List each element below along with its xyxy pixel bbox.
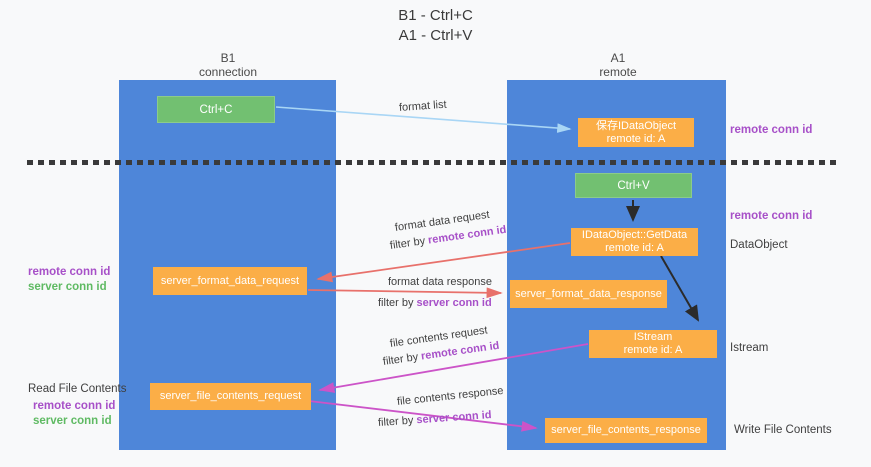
label-file-contents-response: file contents response xyxy=(396,384,505,408)
lifeline-header-a1: A1 remote xyxy=(548,51,688,79)
filter-by-text: filter by xyxy=(378,297,417,309)
annotation-remote-conn-id-top-right: remote conn id xyxy=(730,124,813,136)
annotation-server-conn-id-left-2: server conn id xyxy=(33,415,112,427)
title-line-1: B1 - Ctrl+C xyxy=(398,7,473,24)
filter-by-text: filter by xyxy=(377,414,417,429)
server-conn-id-text: server conn id xyxy=(416,297,492,309)
istream-box: IStream remote id: A xyxy=(589,330,717,358)
filter-by-text: filter by xyxy=(382,350,422,368)
label-filter-file-response: filter by server conn id xyxy=(378,409,492,429)
ctrl-c-label: Ctrl+C xyxy=(199,103,233,116)
save-idataobject-box: 保存IDataObject remote id: A xyxy=(578,118,694,147)
save-idataobject-line2: remote id: A xyxy=(606,132,666,145)
label-format-data-response: format data response xyxy=(388,276,492,288)
istream-line1: IStream xyxy=(633,331,673,343)
lifeline-b1-name: B1 xyxy=(220,51,236,65)
server-file-contents-response-label: server_file_contents_response xyxy=(551,424,701,436)
ctrl-v-box: Ctrl+V xyxy=(575,173,692,198)
annotation-read-file-contents: Read File Contents xyxy=(28,383,127,395)
annotation-istream: Istream xyxy=(730,342,769,354)
diagram-title: B1 - Ctrl+C A1 - Ctrl+V xyxy=(0,6,871,46)
label-filter-format-response: filter by server conn id xyxy=(378,297,492,309)
istream-line2: remote id: A xyxy=(623,344,683,356)
server-format-data-request-box: server_format_data_request xyxy=(153,267,307,295)
annotation-dataobject: DataObject xyxy=(730,239,788,251)
title-line-2: A1 - Ctrl+V xyxy=(398,27,473,44)
server-format-data-response-box: server_format_data_response xyxy=(510,280,667,308)
server-format-data-request-label: server_format_data_request xyxy=(160,274,300,287)
getdata-line2: remote id: A xyxy=(605,242,664,254)
lifeline-a1-name: A1 xyxy=(610,51,626,65)
annotation-write-file-contents: Write File Contents xyxy=(734,424,832,436)
server-file-contents-request-box: server_file_contents_request xyxy=(150,383,311,410)
server-conn-id-text: server conn id xyxy=(416,409,492,427)
filter-by-text: filter by xyxy=(389,234,429,252)
annotation-remote-conn-id-right: remote conn id xyxy=(730,210,813,222)
server-format-data-response-label: server_format_data_response xyxy=(515,287,662,300)
lifeline-b1-role: connection xyxy=(198,65,258,79)
ctrl-c-box: Ctrl+C xyxy=(157,96,275,123)
server-file-contents-response-box: server_file_contents_response xyxy=(545,418,707,443)
phase-separator-dashed-line xyxy=(27,160,839,165)
server-file-contents-request-label: server_file_contents_request xyxy=(159,390,302,402)
save-idataobject-line1: 保存IDataObject xyxy=(595,119,677,132)
label-format-list: format list xyxy=(398,98,447,114)
arrow-format-data-response xyxy=(307,287,503,299)
lifeline-a1-role: remote xyxy=(599,65,637,79)
lifeline-header-b1: B1 connection xyxy=(158,51,298,79)
getdata-line1: IDataObject::GetData xyxy=(581,229,688,241)
annotation-server-conn-id-left-1: server conn id xyxy=(28,281,107,293)
annotation-remote-conn-id-left-1: remote conn id xyxy=(28,266,111,278)
ctrl-v-label: Ctrl+V xyxy=(617,179,650,192)
getdata-box: IDataObject::GetData remote id: A xyxy=(571,228,698,256)
annotation-remote-conn-id-left-2: remote conn id xyxy=(33,400,116,412)
